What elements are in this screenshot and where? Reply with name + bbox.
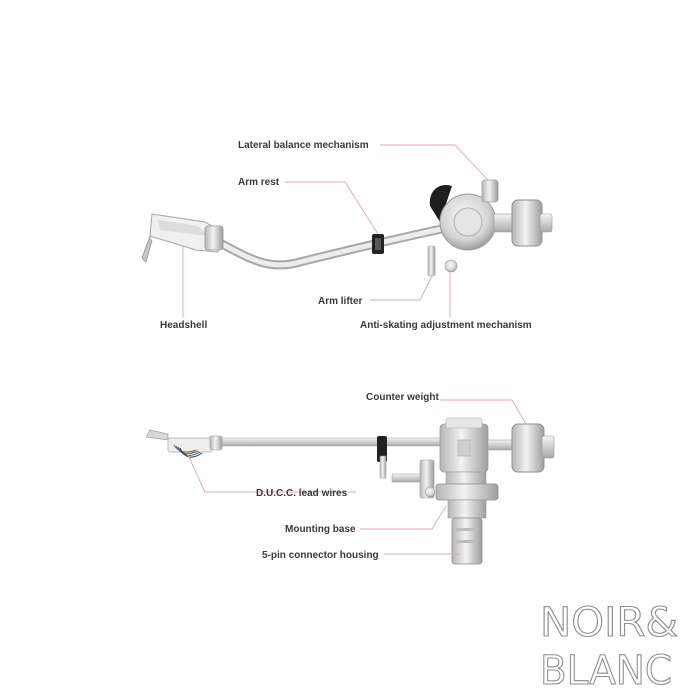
leader-arm-rest bbox=[285, 181, 379, 235]
label-headshell: Headshell bbox=[160, 320, 207, 331]
label-counter-weight: Counter weight bbox=[366, 392, 439, 403]
side-headshell bbox=[145, 429, 223, 458]
side-connector-housing bbox=[451, 517, 483, 565]
label-arm-lifter: Arm lifter bbox=[318, 296, 363, 307]
logo-line-1: NOIR& bbox=[540, 600, 678, 646]
side-mounting-base bbox=[435, 471, 499, 519]
label-mounting-base: Mounting base bbox=[285, 524, 356, 535]
arm-lifter bbox=[427, 245, 458, 277]
side-arm-tube bbox=[214, 437, 456, 447]
leader-lateral-balance bbox=[380, 144, 489, 181]
leader-counter-weight bbox=[440, 399, 527, 425]
brand-logo: NOIR& BLANC bbox=[539, 599, 678, 694]
logo-line-2: BLANC bbox=[540, 648, 672, 694]
side-counterweight bbox=[511, 423, 555, 473]
leader-lead-wires bbox=[187, 454, 356, 493]
headshell bbox=[141, 213, 224, 263]
side-pivot-housing bbox=[439, 417, 515, 473]
side-arm-rest bbox=[377, 436, 387, 479]
top-counterweight bbox=[493, 199, 553, 247]
label-lateral-balance: Lateral balance mechanism bbox=[238, 140, 369, 151]
label-connector-housing: 5-pin connector housing bbox=[262, 550, 379, 561]
label-arm-rest: Arm rest bbox=[238, 177, 280, 188]
arm-rest bbox=[372, 234, 384, 254]
label-lead-wires: D.U.C.C. lead wires bbox=[256, 488, 348, 499]
top-view: Lateral balance mechanism Arm rest Arm l… bbox=[141, 140, 553, 331]
lead-wires bbox=[173, 444, 203, 458]
side-view: Counter weight D.U.C.C. lead wires Mount… bbox=[145, 392, 555, 565]
leader-arm-lifter bbox=[370, 275, 433, 301]
top-pivot-housing bbox=[429, 179, 499, 251]
label-anti-skating: Anti-skating adjustment mechanism bbox=[360, 320, 532, 331]
side-arm-lifter bbox=[391, 459, 436, 499]
leader-mounting-base bbox=[360, 505, 447, 530]
